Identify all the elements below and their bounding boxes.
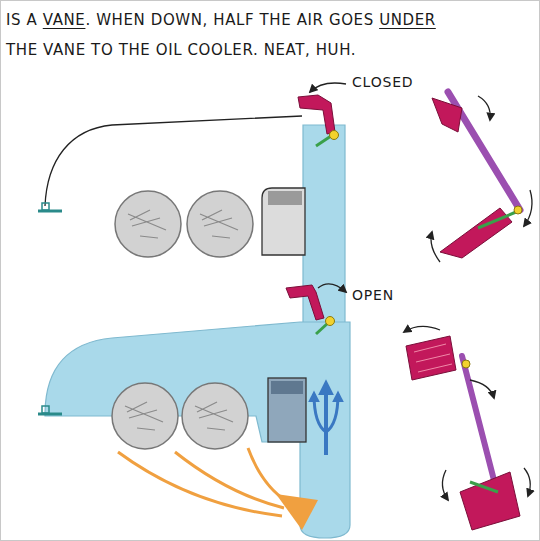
open-arrow — [318, 284, 346, 292]
text-run: . WHEN DOWN, HALF THE AIR GOES — [85, 11, 379, 29]
vane-flap-hatch — [414, 344, 452, 372]
cooling-duct — [303, 125, 345, 343]
cylinder — [187, 191, 253, 257]
text-run: CLOSED — [352, 74, 413, 90]
oil-cooler — [268, 378, 306, 442]
cylinder-sketch — [128, 210, 166, 238]
state-label: OPEN — [352, 286, 394, 304]
cylinder-sketch — [200, 210, 238, 238]
motion-arrow — [431, 232, 440, 262]
vane-pivot — [514, 206, 522, 214]
underlined-word: VANE — [43, 11, 86, 29]
text-run: IS A — [6, 11, 43, 29]
cylinder-sketch — [125, 402, 163, 430]
oil-cooler-top — [271, 381, 303, 394]
airflow-arrow — [324, 384, 328, 455]
motion-arrow — [470, 380, 494, 398]
motion-arrow — [442, 470, 448, 500]
note-text: IS A VANE. WHEN DOWN, HALF THE AIR GOES … — [6, 5, 436, 65]
state-label: CLOSED — [352, 73, 413, 91]
airflow-arrow — [314, 394, 326, 432]
motion-arrow — [404, 326, 440, 332]
vane-flap — [406, 336, 456, 380]
vane-link — [470, 482, 498, 492]
cylinder — [112, 383, 178, 449]
inlet-lip — [42, 203, 49, 210]
exit-air-arrow — [175, 452, 284, 508]
cylinder — [182, 383, 248, 449]
vane — [298, 95, 335, 134]
vane-pivot — [326, 317, 335, 326]
cylinder-sketch — [195, 402, 233, 430]
motion-arrow — [478, 96, 490, 120]
closed-arrow — [310, 83, 346, 92]
airflow-fill — [45, 322, 350, 538]
vane-link — [316, 136, 331, 146]
airflow-arrow — [326, 394, 338, 432]
text-run: OPEN — [352, 287, 394, 303]
exit-air-arrow — [118, 452, 282, 516]
vane-pivot — [462, 360, 470, 368]
motion-arrow — [524, 190, 532, 226]
underlined-word: UNDER — [379, 11, 436, 29]
vane-flap — [432, 98, 462, 132]
text-run: THE VANE TO THE OIL COOLER. NEAT, HUH. — [6, 41, 356, 59]
exit-air-arrow — [248, 448, 288, 502]
vane-link — [316, 323, 328, 334]
vane — [286, 285, 324, 320]
oil-cooler-top — [268, 191, 302, 205]
vane-flap — [440, 208, 512, 258]
exit-air-arrowhead — [276, 494, 318, 530]
motion-arrow — [524, 468, 530, 496]
oil-cooler — [262, 188, 305, 255]
vane-flap — [460, 472, 520, 530]
inlet-lip — [42, 406, 49, 413]
vane-link — [478, 212, 516, 228]
cylinder — [115, 191, 181, 257]
vane-pivot — [330, 131, 339, 140]
vane-lever — [462, 356, 496, 488]
